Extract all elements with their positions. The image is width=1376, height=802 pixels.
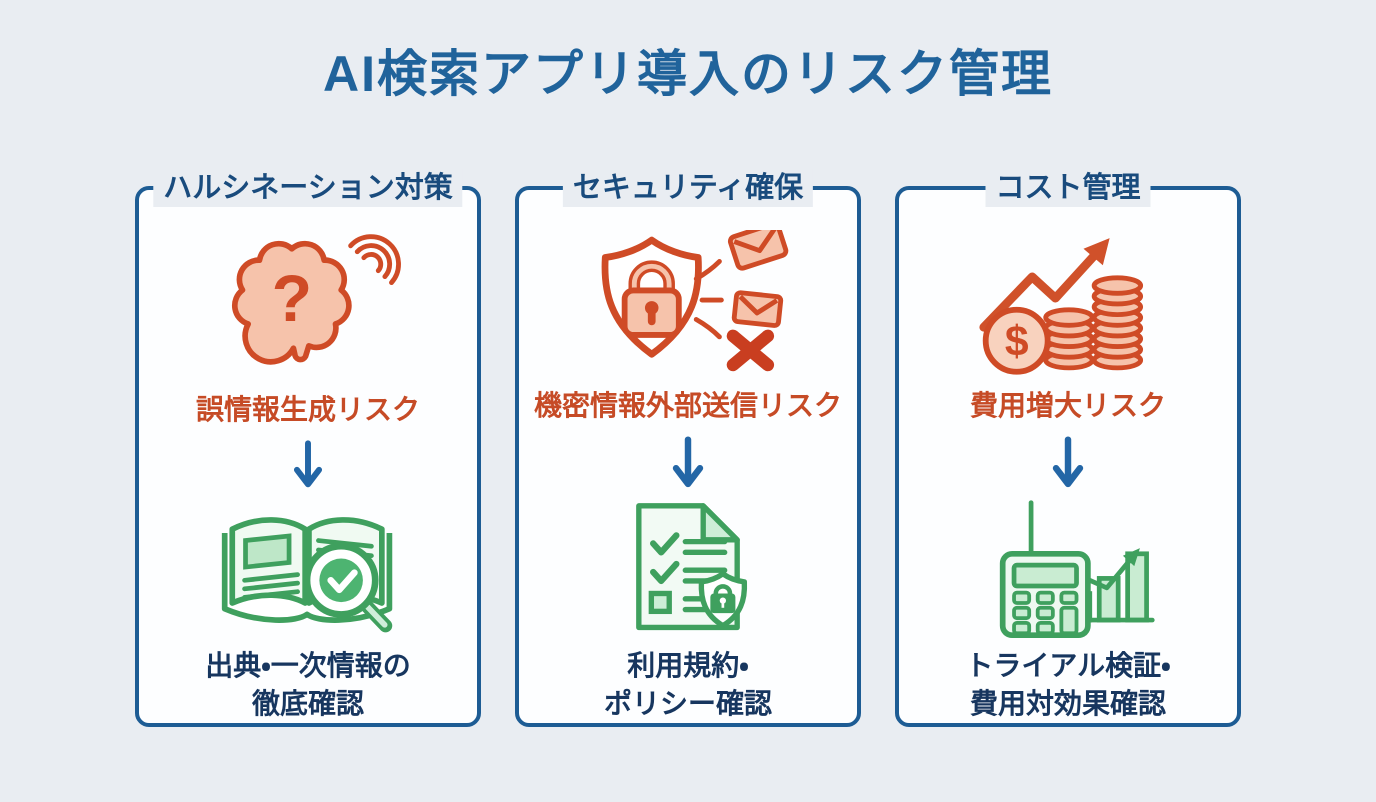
- action-line1: 出典・一次情報の: [205, 650, 411, 682]
- calculator-chart-icon: [978, 497, 1158, 639]
- panels-container: ハルシネーション対策 ? 誤情報生成リスク: [0, 169, 1376, 727]
- panel-security: セキュリティ確保: [515, 169, 861, 727]
- risk-label: 費用増大リスク: [969, 390, 1166, 421]
- action-label: トライアル検証・ 費用対効果確認: [965, 647, 1170, 723]
- action-line1: トライアル検証・: [965, 650, 1171, 682]
- down-arrow-icon: [672, 436, 704, 488]
- policy-document-lock-icon: [612, 497, 764, 639]
- down-arrow-icon: [1052, 436, 1084, 488]
- action-line1: 利用規約・: [627, 650, 749, 682]
- shield-lock-leak-icon: [584, 230, 792, 376]
- panel-hallucination: ハルシネーション対策 ? 誤情報生成リスク: [135, 169, 481, 727]
- panel-title: セキュリティ確保: [562, 169, 814, 207]
- down-arrow-icon: [293, 440, 323, 488]
- coins-rising-arrow-icon: $: [976, 230, 1160, 376]
- action-label: 出典・一次情報の 徹底確認: [205, 647, 411, 723]
- risk-label: 機密情報外部送信リスク: [533, 390, 842, 421]
- page-title: AI検索アプリ導入のリスク管理: [323, 46, 1053, 102]
- panel-title: コスト管理: [985, 169, 1151, 207]
- book-magnifier-check-icon: [213, 497, 403, 639]
- action-label: 利用規約・ ポリシー確認: [604, 647, 772, 723]
- panel-cost: コスト管理 $ 費用増大リスク: [895, 169, 1241, 727]
- brain-question-wifi-icon: ?: [211, 230, 405, 380]
- action-line2: ポリシー確認: [603, 688, 772, 720]
- risk-label: 誤情報生成リスク: [195, 394, 420, 425]
- action-line2: 費用対効果確認: [969, 688, 1166, 720]
- panel-title: ハルシネーション対策: [153, 169, 463, 207]
- action-line2: 徹底確認: [251, 688, 364, 720]
- svg-text:$: $: [1005, 317, 1029, 365]
- svg-text:?: ?: [272, 262, 312, 336]
